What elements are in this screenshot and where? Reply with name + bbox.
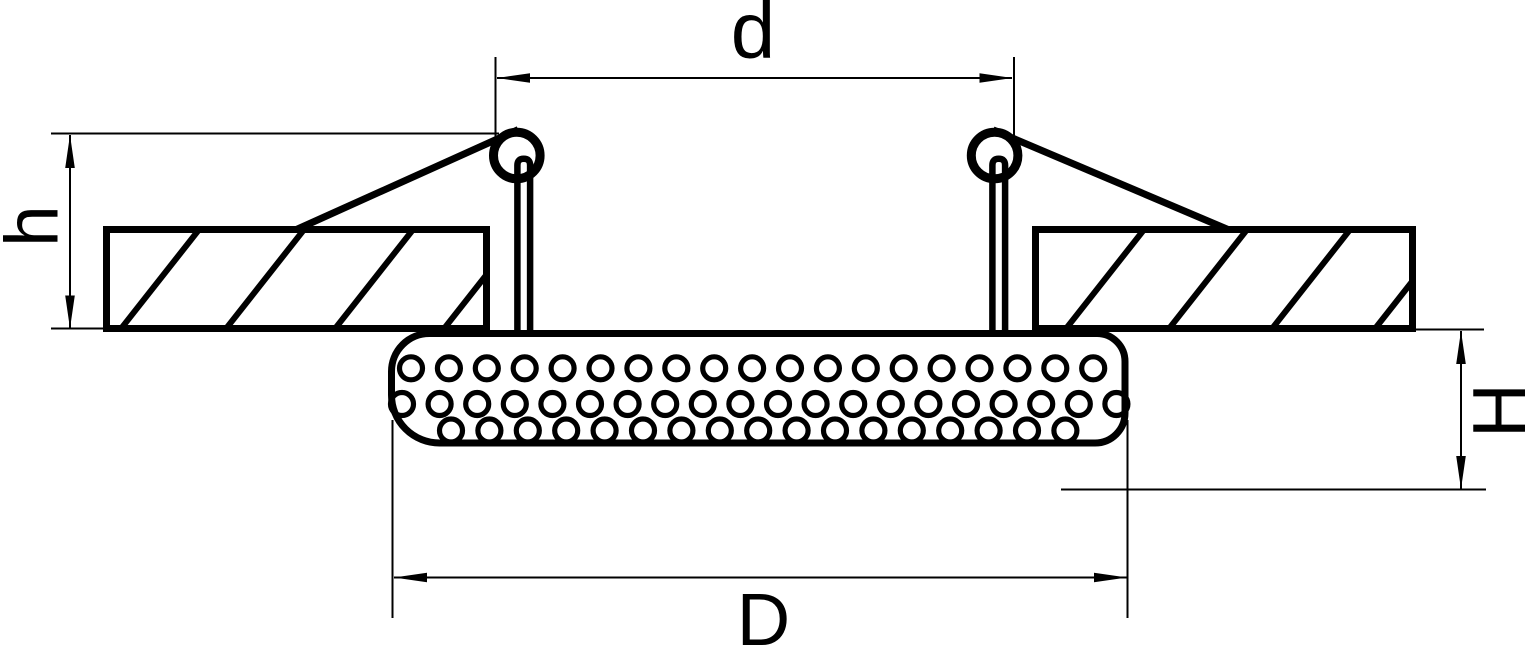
svg-text:d: d xyxy=(731,0,776,75)
svg-text:H: H xyxy=(1458,383,1525,438)
svg-text:D: D xyxy=(737,578,790,647)
svg-text:h: h xyxy=(0,205,74,247)
